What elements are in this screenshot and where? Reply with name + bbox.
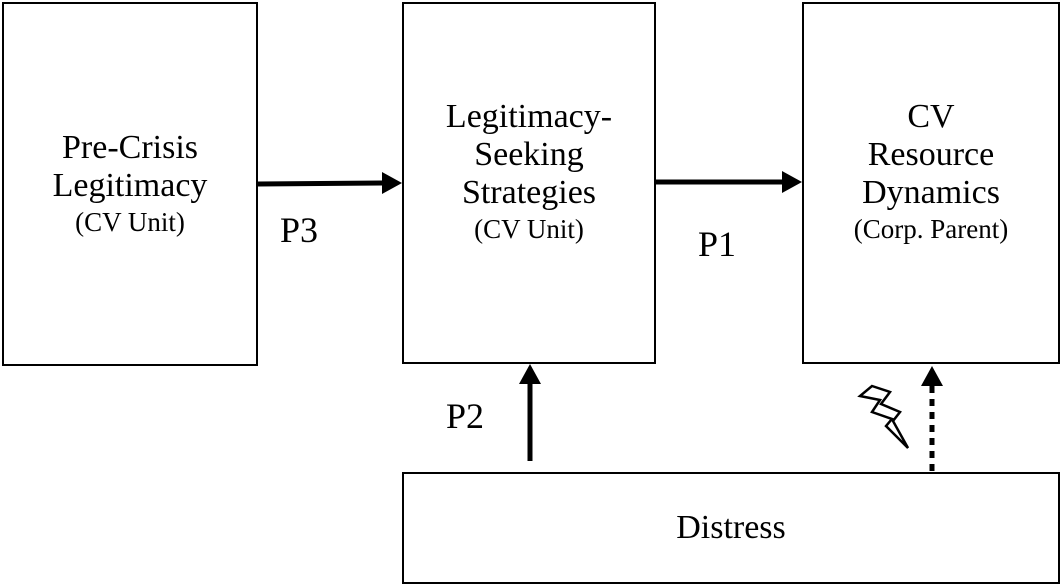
box-pre-crisis-legitimacy: Pre-Crisis Legitimacy (CV Unit) <box>2 2 258 366</box>
box-subtitle: (CV Unit) <box>75 207 185 237</box>
box-line: Dynamics <box>862 174 1000 211</box>
label-p2: P2 <box>446 396 485 436</box>
label-p3: P3 <box>280 210 319 250</box>
box-subtitle: (CV Unit) <box>474 214 584 244</box>
arrow-p3 <box>257 172 402 194</box>
label-p1: P1 <box>698 224 737 264</box>
box-distress: Distress <box>402 472 1060 584</box>
lightning-bolt-icon <box>857 384 910 449</box>
box-subtitle: (Corp. Parent) <box>853 214 1009 244</box>
box-line: Seeking <box>474 136 584 173</box>
arrow-p1 <box>656 171 802 193</box>
box-line: Strategies <box>461 174 597 211</box>
box-line: CV <box>907 98 955 135</box>
box-line: Resource <box>867 136 995 173</box>
box-cv-resource-dynamics: CV Resource Dynamics (Corp. Parent) <box>802 2 1060 364</box>
arrow-dashed-distress-to-resource <box>921 366 943 471</box>
box-line: Legitimacy <box>52 167 208 204</box>
box-line: Distress <box>676 509 786 546</box>
box-legitimacy-seeking-strategies: Legitimacy- Seeking Strategies (CV Unit) <box>402 2 656 364</box>
arrow-p2 <box>519 364 541 461</box>
box-line: Legitimacy- <box>445 98 613 135</box>
box-line: Pre-Crisis <box>62 129 198 166</box>
